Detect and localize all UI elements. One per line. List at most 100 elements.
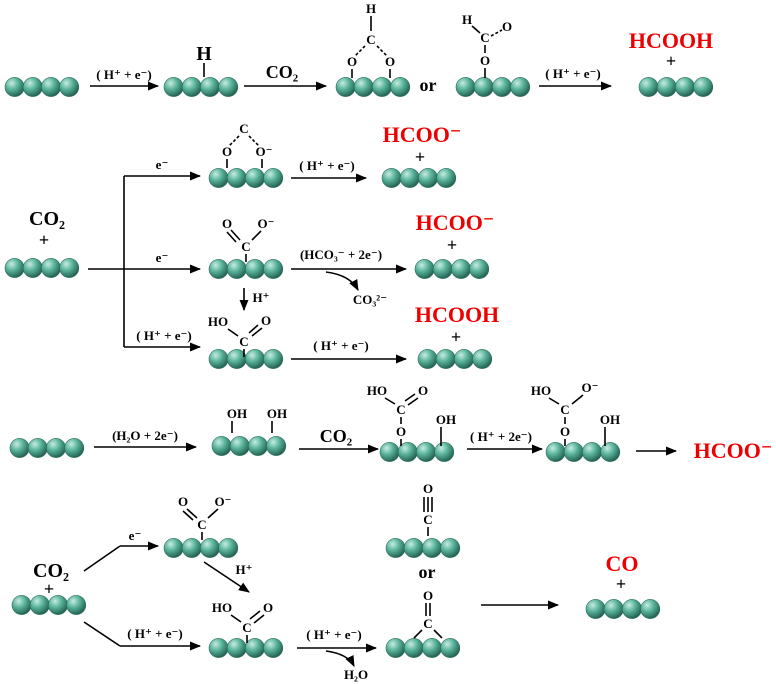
- surface-atom: [440, 538, 461, 558]
- surface-atom: [200, 538, 220, 558]
- surface-atom: [399, 168, 420, 188]
- surface-atom: [22, 258, 43, 278]
- svg-text:HO: HO: [367, 383, 387, 398]
- catalyst-surface: [9, 438, 85, 458]
- surface-atom: [414, 259, 435, 279]
- plus-sign: +: [451, 327, 461, 347]
- surface-atom: [381, 168, 402, 188]
- svg-text:O⁻: O⁻: [256, 144, 273, 159]
- side-product-arrow: [325, 271, 359, 291]
- side-product-arrow: [325, 650, 355, 668]
- svg-text:C: C: [197, 517, 206, 532]
- surface-atom: [41, 77, 61, 97]
- step-label: (HCO₃⁻ + 2e⁻): [300, 247, 382, 262]
- adsorbed-h-label: H: [196, 43, 212, 65]
- surface-atom: [208, 349, 229, 369]
- step-label: ( H⁺ + e⁻): [313, 338, 368, 353]
- plus-sign: +: [666, 51, 676, 71]
- svg-text:O: O: [502, 19, 512, 34]
- surface-atom: [27, 438, 48, 458]
- surface-atom: [403, 638, 424, 658]
- surface-atom: [451, 259, 471, 279]
- surface-atom: [656, 77, 677, 97]
- reactant-label: CO₂: [29, 208, 65, 230]
- svg-text:C: C: [239, 334, 248, 349]
- surface-atom: [353, 77, 374, 97]
- svg-text:O: O: [261, 313, 271, 328]
- surface-atom: [4, 77, 25, 97]
- surface-atom: [218, 538, 239, 558]
- svg-text:O: O: [347, 54, 357, 69]
- svg-text:C: C: [423, 512, 432, 527]
- surface-atom: [263, 168, 284, 188]
- surface-atom: [59, 258, 80, 278]
- catalyst-surface: [163, 77, 239, 97]
- surface-atom: [472, 349, 493, 369]
- svg-text:O: O: [178, 494, 188, 509]
- surface-atom: [436, 168, 457, 188]
- svg-text:C: C: [239, 121, 248, 136]
- surface-atom: [208, 638, 229, 658]
- plus-sign: +: [415, 147, 425, 167]
- catalyst-surface: [585, 599, 661, 619]
- surface-atom: [11, 595, 32, 615]
- step-label: ( H⁺ + e⁻): [545, 66, 600, 81]
- plus-sign: +: [44, 579, 54, 599]
- surface-atom: [416, 442, 436, 462]
- electron-label: e⁻: [156, 250, 169, 265]
- surface-atom: [181, 538, 202, 558]
- svg-text:O: O: [560, 424, 570, 439]
- surface-atom: [226, 638, 247, 658]
- surface-atom: [455, 77, 476, 97]
- catalyst-surface: [545, 442, 621, 462]
- svg-text:OH: OH: [436, 412, 456, 427]
- arrow: [83, 621, 121, 647]
- catalyst-surface: [211, 436, 287, 456]
- svg-text:O: O: [418, 383, 428, 398]
- surface-atom: [22, 77, 43, 97]
- surface-atom: [638, 77, 659, 97]
- surface-atom: [622, 599, 642, 619]
- svg-text:C: C: [423, 616, 432, 631]
- catalyst-surface: [4, 77, 80, 97]
- surface-atom: [208, 259, 229, 279]
- surface-atom: [417, 349, 438, 369]
- surface-atom: [585, 599, 606, 619]
- step-label: (H₂O + 2e⁻): [112, 428, 178, 443]
- svg-text:O⁻: O⁻: [258, 216, 275, 231]
- surface-atom: [675, 77, 695, 97]
- product-label: HCOOH: [629, 28, 713, 53]
- catalyst-surface: [381, 168, 457, 188]
- surface-atom: [41, 258, 61, 278]
- surface-atom: [335, 77, 356, 97]
- surface-atom: [473, 77, 494, 97]
- or-label: or: [420, 75, 437, 95]
- surface-atom: [66, 595, 87, 615]
- catalyst-surface: [163, 538, 239, 558]
- row3-pathway: (H₂O + 2e⁻) OH OH CO₂ HO O C O OH ( H⁺ +…: [94, 380, 772, 463]
- surface-atom: [181, 77, 202, 97]
- surface-atom: [163, 77, 184, 97]
- surface-atom: [9, 438, 30, 458]
- or-label: or: [419, 562, 436, 582]
- product-label: CO: [606, 551, 639, 576]
- catalyst-surface: [414, 259, 490, 279]
- svg-text:OH: OH: [267, 406, 287, 421]
- surface-atom: [208, 168, 229, 188]
- surface-atom: [492, 77, 512, 97]
- surface-atom: [385, 538, 406, 558]
- surface-atom: [385, 638, 406, 658]
- svg-text:O: O: [222, 216, 232, 231]
- surface-atom: [563, 442, 584, 462]
- catalyst-surface: [417, 349, 493, 369]
- catalyst-surface: [208, 349, 284, 369]
- svg-text:O⁻: O⁻: [215, 494, 232, 509]
- catalyst-surface: [379, 442, 455, 462]
- product-label: HCOO⁻: [694, 438, 773, 463]
- surface-atom: [545, 442, 566, 462]
- svg-text:HO: HO: [208, 314, 228, 329]
- surface-atom: [245, 168, 265, 188]
- surface-atom: [266, 436, 287, 456]
- surface-atom: [4, 258, 25, 278]
- surface-atom: [245, 638, 265, 658]
